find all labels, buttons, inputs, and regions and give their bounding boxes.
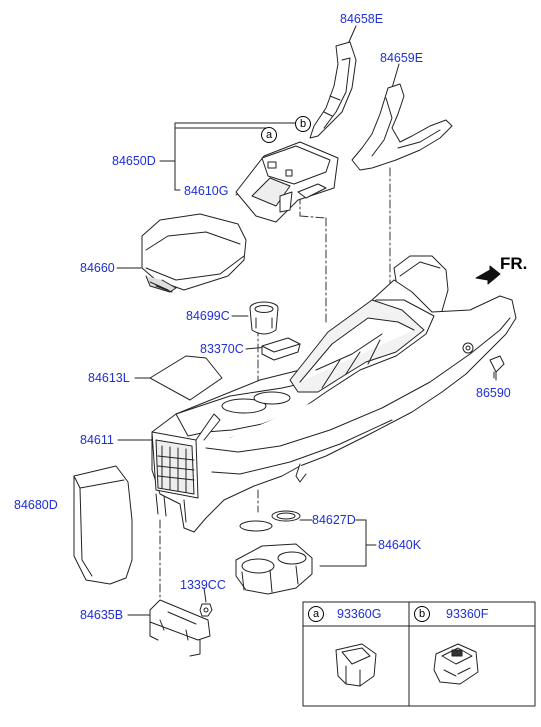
trim-84658E [309, 41, 357, 139]
callout-1339CC[interactable]: 1339CC [180, 578, 226, 592]
cover-84680D [73, 465, 133, 585]
mat-84613L [149, 355, 223, 401]
clip-86590 [489, 355, 505, 379]
circle-tag-a: a [261, 127, 277, 143]
callout-84627D[interactable]: 84627D [312, 513, 356, 527]
leader-lines [73, 25, 497, 616]
mat-84627D [239, 510, 301, 532]
legend-part-93360G[interactable]: 93360G [337, 607, 382, 621]
panel-84610G [235, 141, 339, 223]
circle-tag-b: b [295, 116, 311, 132]
callout-84660[interactable]: 84660 [80, 261, 115, 275]
legend-tag-b: b [414, 606, 430, 622]
callout-84680D[interactable]: 84680D [14, 498, 58, 512]
nut-1339CC [199, 603, 213, 617]
callout-84610G[interactable]: 84610G [184, 184, 229, 198]
switch-93360F [433, 643, 479, 685]
cupholder-84640K [235, 543, 313, 595]
callout-84659E[interactable]: 84659E [380, 51, 424, 65]
callout-84613L[interactable]: 84613L [88, 371, 130, 385]
armrest-84660 [141, 213, 247, 293]
switch-93360G [335, 643, 377, 687]
front-direction-label: FR. [500, 254, 528, 273]
cover-83370C [261, 337, 301, 361]
callout-86590[interactable]: 86590 [476, 386, 511, 400]
bracket-84635B [149, 599, 211, 657]
trim-84659E [351, 83, 453, 171]
callout-84635B[interactable]: 84635B [80, 608, 124, 622]
callout-84650D[interactable]: 84650D [112, 154, 156, 168]
legend-part-93360F[interactable]: 93360F [446, 607, 489, 621]
callout-84658E[interactable]: 84658E [340, 12, 384, 26]
callout-84699C[interactable]: 84699C [186, 309, 230, 323]
console-body-84611 [151, 255, 517, 533]
legend-tag-a: a [308, 606, 324, 622]
callout-84611[interactable]: 84611 [80, 433, 114, 447]
cup-84699C [249, 301, 279, 335]
callout-84640K[interactable]: 84640K [378, 538, 422, 552]
front-arrow-icon [475, 265, 501, 285]
callout-83370C[interactable]: 83370C [200, 342, 244, 356]
